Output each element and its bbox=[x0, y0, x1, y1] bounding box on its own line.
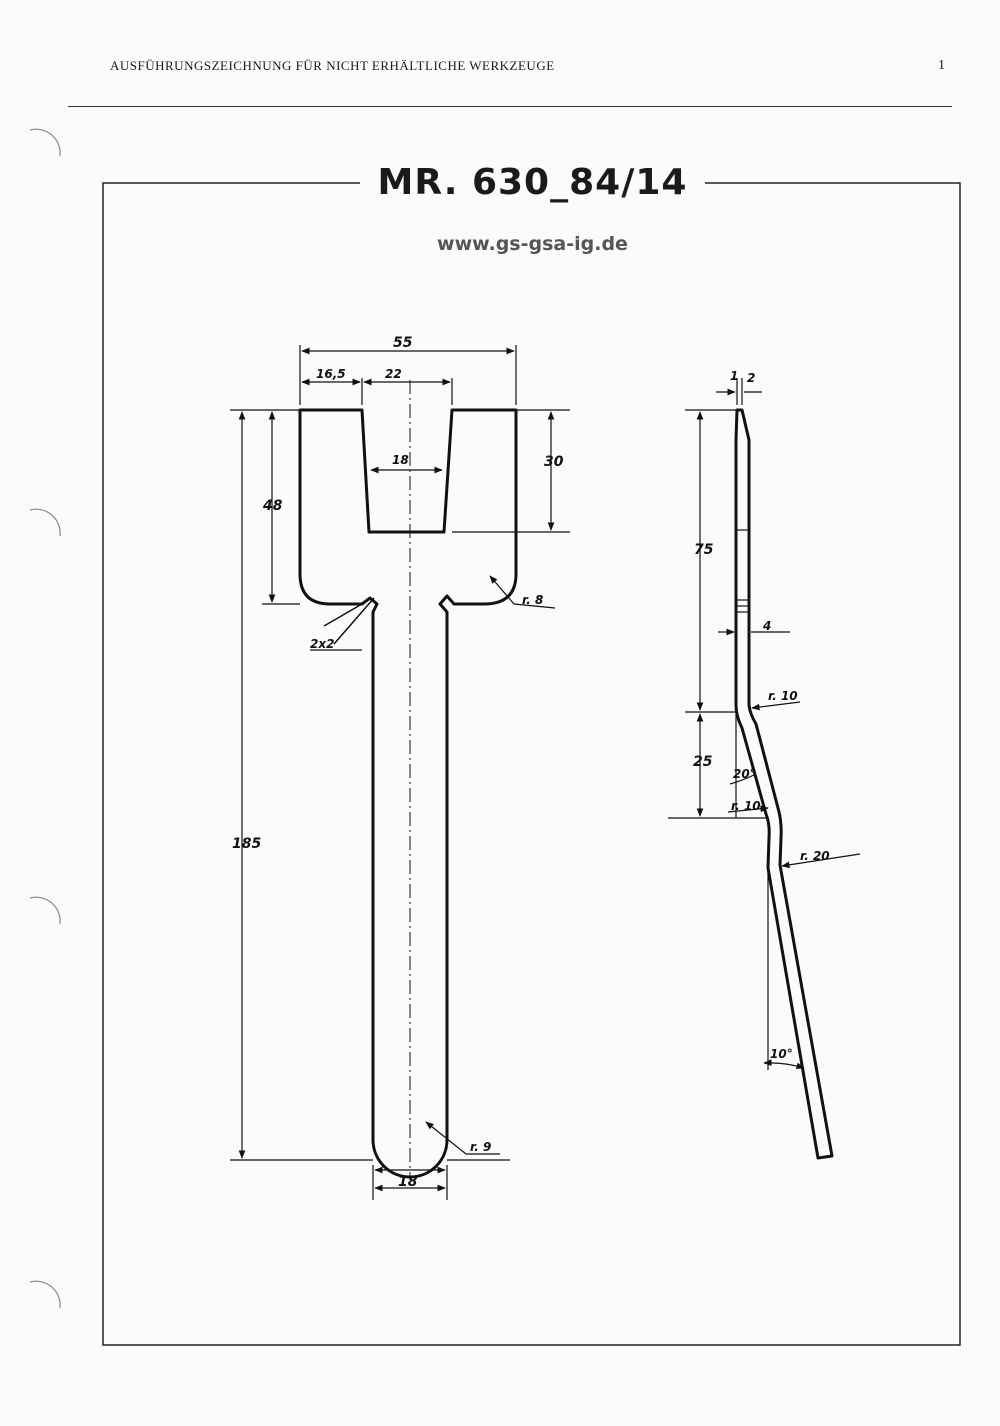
dim-chamfer: 2x2 bbox=[310, 637, 334, 651]
header-rule bbox=[68, 106, 952, 107]
front-view-outline bbox=[298, 408, 518, 1179]
dim-overall-length: 185 bbox=[232, 836, 261, 852]
dim-slot-bottom: 18 bbox=[392, 453, 409, 467]
chamfer-leader bbox=[323, 603, 363, 627]
page-number: 1 bbox=[938, 58, 945, 73]
dim-left-prong: 16,5 bbox=[316, 367, 346, 381]
punch-hole bbox=[29, 128, 61, 157]
dim-tip-thickness: 1 bbox=[730, 369, 738, 383]
dim-shaft-width: 18 bbox=[398, 1174, 418, 1190]
dim-thickness: 4 bbox=[762, 619, 771, 633]
punch-hole bbox=[29, 896, 61, 925]
dim-bend-radius-large: r. 20 bbox=[800, 849, 830, 863]
dim-straight-length: 75 bbox=[694, 542, 714, 558]
dim-head-height: 48 bbox=[262, 498, 283, 514]
dim-offset-length: 25 bbox=[693, 754, 713, 770]
dim-bend-radius-lower: r. 10 bbox=[731, 799, 761, 813]
side-view-outline bbox=[734, 408, 834, 1160]
header-title: AUSFÜHRUNGSZEICHNUNG FÜR NICHT ERHÄLTLIC… bbox=[110, 58, 555, 73]
dim-end-radius: r. 9 bbox=[470, 1140, 491, 1154]
dim-fillet-radius: r. 8 bbox=[522, 593, 543, 607]
dim-slot-depth: 30 bbox=[544, 454, 564, 470]
drawing-number: MR. 630_84/14 bbox=[377, 162, 688, 203]
chamfer-leader bbox=[333, 597, 375, 645]
dim-tip-width: 2 bbox=[747, 371, 755, 385]
front-view-dimension-lines bbox=[230, 345, 570, 1200]
drawing-frame bbox=[102, 182, 961, 1346]
website-url: www.gs-gsa-ig.de bbox=[437, 233, 628, 255]
dim-overall-width: 55 bbox=[393, 335, 413, 351]
dim-bend-radius-upper: r. 10 bbox=[768, 689, 798, 703]
punch-hole bbox=[29, 508, 61, 537]
dim-bend-angle: 20° bbox=[733, 767, 756, 781]
side-view-details bbox=[668, 378, 861, 1070]
dim-tail-angle: 10° bbox=[770, 1047, 793, 1061]
punch-hole bbox=[29, 1280, 61, 1309]
dim-slot-top: 22 bbox=[385, 367, 402, 381]
